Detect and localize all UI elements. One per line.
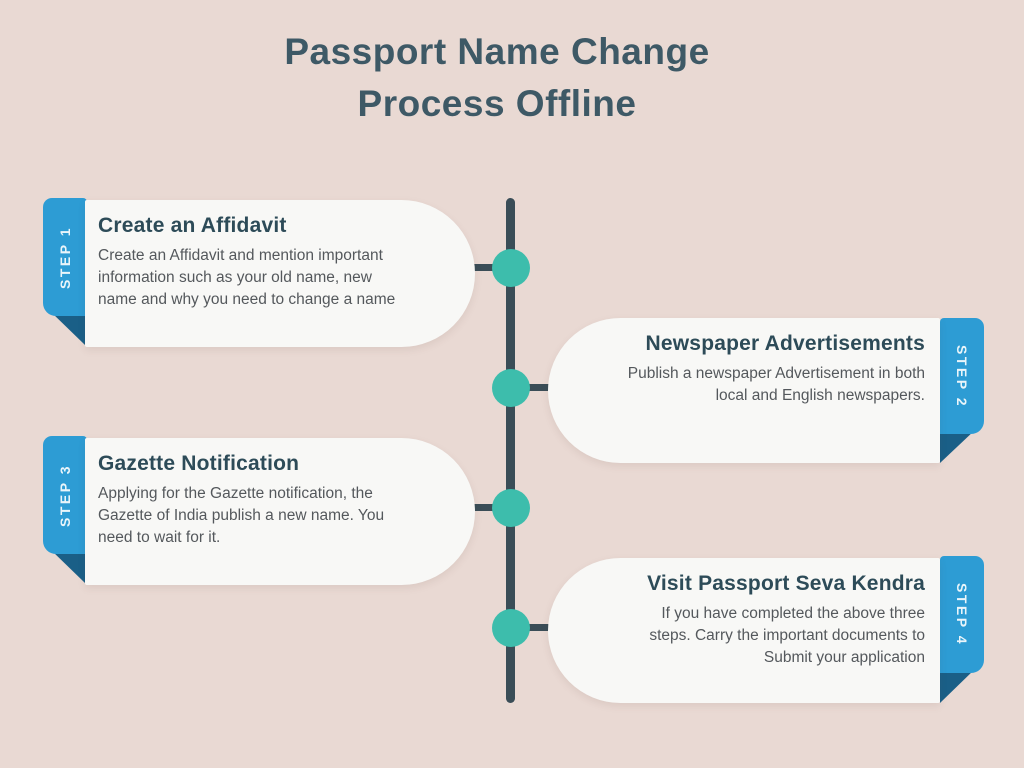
step-4-title: Visit Passport Seva Kendra [647, 572, 925, 595]
step-1-content: Create an Affidavit Create an Affidavit … [98, 214, 446, 311]
ribbon-fold-4 [940, 669, 975, 703]
step-1-description: Create an Affidavit and mention importan… [98, 247, 396, 308]
step-1-badge-label: STEP 1 [57, 225, 73, 289]
ribbon-fold-2 [940, 430, 975, 463]
step-2-badge: STEP 2 [940, 318, 984, 434]
timeline-connector-4 [512, 624, 572, 631]
page-title: Passport Name Change Process Offline [284, 31, 710, 124]
step-3-description: Applying for the Gazette notification, t… [98, 485, 385, 546]
step-4-badge: STEP 4 [940, 556, 984, 673]
timeline-connector-3 [450, 504, 512, 511]
step-4-content: Visit Passport Seva Kendra If you have c… [559, 572, 925, 669]
step-4-description: If you have completed the above three st… [649, 605, 925, 666]
timeline-node-1 [492, 249, 530, 287]
step-4-card: Visit Passport Seva Kendra If you have c… [548, 558, 940, 703]
step-2-content: Newspaper Advertisements Publish a newsp… [559, 332, 925, 407]
step-3-title: Gazette Notification [98, 452, 300, 475]
timeline-node-3 [492, 489, 530, 527]
step-4-badge-label: STEP 4 [954, 583, 970, 646]
step-3-badge-label: STEP 3 [57, 463, 73, 527]
step-1-title: Create an Affidavit [98, 214, 287, 237]
step-3-content: Gazette Notification Applying for the Ga… [98, 452, 446, 549]
timeline-line [506, 198, 515, 703]
timeline-node-2 [492, 369, 530, 407]
step-3-badge: STEP 3 [43, 436, 87, 554]
step-3-card: Gazette Notification Applying for the Ga… [85, 438, 475, 585]
timeline-node-4 [492, 609, 530, 647]
step-2-badge-label: STEP 2 [954, 344, 970, 408]
step-2-title: Newspaper Advertisements [645, 332, 925, 355]
step-1-badge: STEP 1 [43, 198, 87, 316]
step-1-card: Create an Affidavit Create an Affidavit … [85, 200, 475, 347]
step-2-description: Publish a newspaper Advertisement in bot… [627, 365, 925, 404]
ribbon-fold-1 [51, 312, 85, 345]
timeline-connector-2 [512, 384, 572, 391]
timeline-connector-1 [450, 264, 512, 271]
step-2-card: Newspaper Advertisements Publish a newsp… [548, 318, 940, 463]
ribbon-fold-3 [51, 550, 85, 583]
